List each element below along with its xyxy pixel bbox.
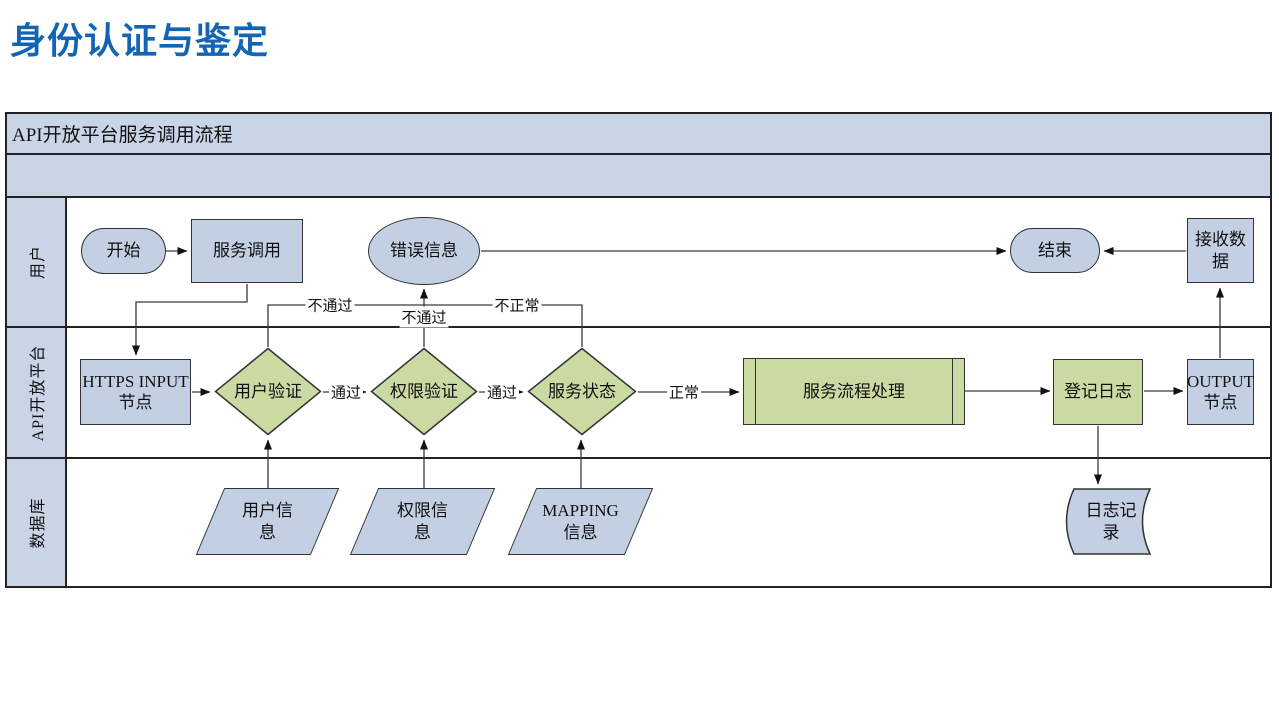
- predefined-process-bar-right: [952, 359, 953, 424]
- node-receive-data: 接收数 据: [1187, 218, 1254, 283]
- edge-label-pass-2: 通过: [484, 381, 520, 403]
- lane-user-label: 用户: [30, 244, 47, 280]
- node-end-label: 结束: [1038, 240, 1072, 260]
- node-perm-info: 权限信 息: [349, 488, 496, 555]
- node-perm-verify: 权限验证: [370, 347, 478, 436]
- node-service-call-label: 服务调用: [213, 241, 281, 261]
- node-log-record-label: 日志记 录: [1085, 501, 1137, 542]
- lane-database-label: 数据库: [30, 496, 47, 549]
- node-perm-verify-label: 权限验证: [390, 381, 458, 401]
- node-https-input: HTTPS INPUT 节点: [80, 359, 191, 425]
- node-output-label: OUTPUT 节点: [1186, 371, 1255, 412]
- node-user-info: 用户信 息: [195, 488, 340, 555]
- flowchart-title: API开放平台服务调用流程: [12, 125, 233, 146]
- flowchart-subtitle-bar: [7, 155, 1270, 198]
- node-service-call: 服务调用: [191, 219, 303, 283]
- edge-label-fail-user: 不通过: [305, 294, 355, 316]
- node-mapping-info: MAPPING 信息: [507, 488, 654, 555]
- diamond-shape: [370, 347, 478, 436]
- node-end: 结束: [1010, 228, 1100, 273]
- node-process: 服务流程处理: [743, 358, 965, 425]
- node-service-status: 服务状态: [527, 347, 637, 436]
- lane-api-platform-label-cell: API开放平台: [7, 328, 67, 457]
- edge-label-pass-1: 通过: [328, 381, 364, 403]
- edge-label-normal: 正常: [666, 381, 702, 403]
- edge-label-abnormal: 不正常: [492, 294, 542, 316]
- node-error-info-label: 错误信息: [390, 241, 458, 261]
- node-mapping-info-label: MAPPING 信息: [542, 501, 619, 542]
- node-output: OUTPUT 节点: [1187, 359, 1254, 425]
- node-log-record: 日志记 录: [1058, 488, 1158, 555]
- node-service-status-label: 服务状态: [548, 381, 616, 401]
- lane-database-label-cell: 数据库: [7, 459, 67, 586]
- node-log-register: 登记日志: [1053, 359, 1143, 425]
- node-user-info-label: 用户信 息: [242, 501, 293, 542]
- node-start: 开始: [81, 228, 166, 274]
- node-process-label: 服务流程处理: [803, 381, 905, 401]
- diamond-shape: [527, 347, 637, 436]
- node-user-verify: 用户验证: [214, 347, 322, 436]
- diamond-shape: [214, 347, 322, 436]
- node-https-input-label: HTTPS INPUT 节点: [82, 371, 189, 412]
- node-perm-info-label: 权限信 息: [397, 501, 448, 542]
- node-start-label: 开始: [106, 241, 141, 261]
- node-error-info: 错误信息: [368, 217, 480, 285]
- lane-user-label-cell: 用户: [7, 198, 67, 326]
- flowchart-title-bar: API开放平台服务调用流程: [7, 114, 1270, 155]
- edge-label-fail-perm: 不通过: [399, 306, 449, 328]
- stored-data-shape: [1065, 488, 1152, 555]
- node-log-register-label: 登记日志: [1064, 382, 1132, 402]
- node-receive-data-label: 接收数 据: [1195, 230, 1246, 271]
- lane-api-platform-label: API开放平台: [30, 344, 47, 441]
- page-title: 身份认证与鉴定: [10, 20, 270, 61]
- predefined-process-bar-left: [755, 359, 756, 424]
- node-user-verify-label: 用户验证: [234, 381, 302, 401]
